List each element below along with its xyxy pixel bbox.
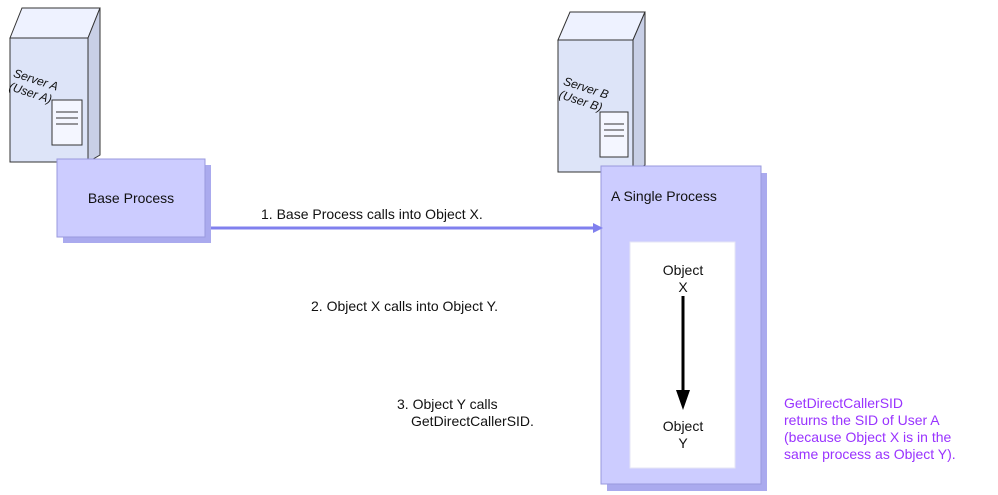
step-1-label: 1. Base Process calls into Object X. bbox=[261, 206, 483, 222]
step-2-label: 2. Object X calls into Object Y. bbox=[311, 298, 499, 314]
object-arrowhead bbox=[676, 390, 690, 410]
call-connector-arrowhead bbox=[593, 223, 603, 233]
server-a-icon bbox=[9, 7, 101, 163]
base-process-box bbox=[56, 158, 206, 238]
object-x-line2: X bbox=[678, 279, 688, 295]
object-y-line2: Y bbox=[678, 435, 688, 451]
server-b-icon bbox=[557, 11, 646, 173]
object-x-label: Object X bbox=[633, 262, 733, 296]
note-line-2: returns the SID of User A bbox=[784, 412, 940, 428]
note-line-4: same process as Object Y). bbox=[784, 446, 956, 462]
single-process-label: A Single Process bbox=[611, 188, 717, 204]
caller-sid-note: GetDirectCallerSID returns the SID of Us… bbox=[784, 395, 956, 463]
note-line-3: (because Object X is in the bbox=[784, 429, 952, 445]
note-line-1: GetDirectCallerSID bbox=[784, 395, 904, 411]
step-3-label: 3. Object Y calls GetDirectCallerSID. bbox=[397, 396, 534, 430]
object-y-label: Object Y bbox=[633, 418, 733, 452]
object-x-line1: Object bbox=[662, 262, 704, 278]
object-y-line1: Object bbox=[662, 418, 704, 434]
base-process-label: Base Process bbox=[87, 190, 175, 206]
step-3-line2: GetDirectCallerSID. bbox=[411, 413, 534, 429]
step-3-line1: 3. Object Y calls bbox=[397, 396, 498, 412]
